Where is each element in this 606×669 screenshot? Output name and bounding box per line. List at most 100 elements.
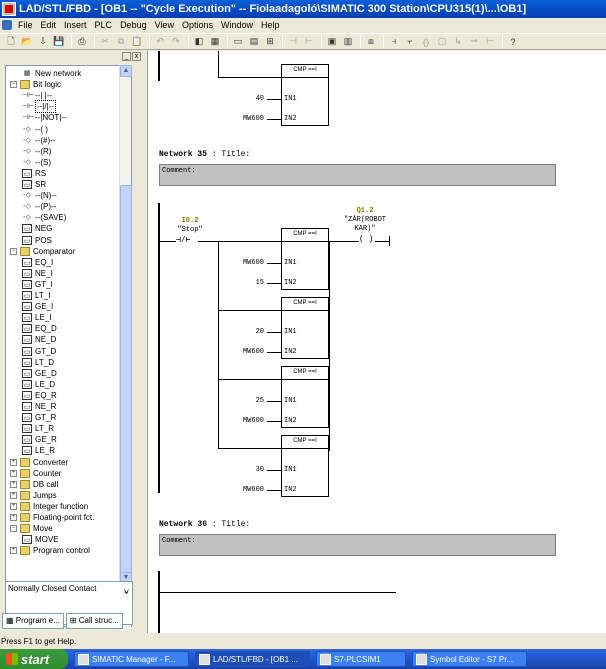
tree-item[interactable]: +Integer function (10, 501, 88, 512)
tree-item[interactable]: -◇--(R) (22, 146, 51, 157)
collapse-icon[interactable]: − (10, 81, 17, 89)
coil-symbol-2[interactable]: KAR)" (354, 225, 376, 233)
tree-item[interactable]: ▭GT_D (22, 346, 56, 357)
collapse-icon[interactable]: − (10, 247, 17, 255)
minimize-panel-button[interactable]: _ (122, 52, 131, 61)
in2-operand[interactable]: MW600 (242, 348, 264, 356)
tree-item[interactable]: ⊣⊢--| |-- (22, 90, 52, 101)
menu-insert[interactable]: Insert (64, 20, 87, 30)
tree-item[interactable]: -◇--(N)-- (22, 190, 57, 201)
tree-item[interactable]: ▭GE_R (22, 434, 57, 445)
task-plcsim[interactable]: S7-PLCSIM1 (316, 651, 406, 667)
tree-item[interactable]: −Comparator (10, 246, 75, 257)
tree-item[interactable]: ▭POS (22, 235, 52, 246)
menu-plc[interactable]: PLC (94, 20, 113, 30)
collapse-icon[interactable]: − (10, 525, 17, 533)
cmp-block[interactable]: CMP ==I (281, 64, 329, 126)
cmp-block[interactable]: CMP ==I (281, 435, 329, 497)
open-branch-icon[interactable]: ↳ (454, 36, 462, 46)
network-36-comment[interactable]: Comment: (159, 534, 556, 556)
in1-operand[interactable]: 40 (255, 95, 264, 103)
expand-icon[interactable]: + (10, 458, 17, 466)
system-menu-icon[interactable] (2, 20, 12, 30)
tree-item[interactable]: ▭LT_D (22, 357, 54, 368)
tree-scrollbar[interactable]: ▲ ▼ (119, 65, 132, 631)
tree-item[interactable]: ▭RS (22, 168, 46, 179)
network-35-title[interactable]: Network 35 : Title: (159, 150, 250, 159)
expand-icon[interactable]: + (10, 469, 17, 477)
in2-operand[interactable]: MW600 (242, 115, 264, 123)
tree-item[interactable]: ▭GE_D (22, 368, 57, 379)
tree-item[interactable]: −Move (10, 523, 53, 534)
tree-item[interactable]: ▭LE_D (22, 379, 55, 390)
tree-item[interactable]: ⊣⊢--|/|-- (22, 100, 57, 114)
tree-item[interactable]: ▭GT_R (22, 412, 56, 423)
tab-program-elements[interactable]: ▦ Program e... (2, 613, 64, 629)
menu-help[interactable]: Help (261, 20, 280, 30)
network-36-title[interactable]: Network 36 : Title: (159, 520, 250, 529)
expand-icon[interactable]: + (10, 491, 17, 499)
ladder-editor[interactable]: CMP ==I 40 IN1 MW600 IN2 Network 35 : Ti… (147, 51, 606, 633)
tree-item[interactable]: +Floating-point fct. (10, 512, 94, 523)
menu-window[interactable]: Window (220, 20, 253, 30)
contact-nc-icon[interactable]: ⫟ (407, 36, 413, 46)
program-elements-tree[interactable]: ▦New network−Bit logic⊣⊢--| |--⊣⊢--|/|--… (5, 65, 132, 627)
box-icon[interactable]: ▢ (437, 36, 447, 46)
redo-icon[interactable]: ↷ (172, 36, 180, 46)
tree-item[interactable]: ▭LE_I (22, 312, 51, 323)
menu-edit[interactable]: Edit (40, 20, 57, 30)
tree-item[interactable]: -◇--(S) (22, 157, 51, 168)
tree-item[interactable]: ▭EQ_I (22, 257, 53, 268)
download-icon[interactable]: ⇩ (39, 36, 47, 46)
tree-item[interactable]: ▭LE_R (22, 445, 55, 456)
new-icon[interactable]: 🗋 (7, 35, 15, 46)
tree-item[interactable]: -◇--(SAVE) (22, 212, 66, 223)
in1-operand[interactable]: 30 (255, 466, 264, 474)
tree-item[interactable]: ▭SR (22, 179, 46, 190)
tree-item[interactable]: -◇--(#)-- (22, 135, 55, 146)
tree-item[interactable]: ▭MOVE (22, 534, 59, 545)
coil-address[interactable]: Q1.2 (356, 207, 374, 215)
tree-item[interactable]: ▭LT_I (22, 290, 50, 301)
online-icon[interactable]: ▦ (210, 36, 220, 46)
connection-icon[interactable]: ⊢ (486, 36, 494, 46)
tab-call-structure[interactable]: ⊞ Call struc... (65, 613, 123, 629)
print-icon[interactable]: ⎙ (78, 36, 86, 46)
in2-operand[interactable]: MW600 (242, 486, 264, 494)
branch-close-icon[interactable]: ⊢ (305, 36, 313, 46)
in2-operand[interactable]: 15 (255, 279, 264, 287)
tree-item[interactable]: ⊣⊢--|NOT|-- (22, 112, 67, 123)
tree-item[interactable]: +Program control (10, 545, 90, 556)
close-branch-icon[interactable]: ⇀ (470, 36, 478, 46)
tree-item[interactable]: -◇--(P)-- (22, 201, 56, 212)
program-elements-icon[interactable]: ▤ (249, 36, 259, 46)
tree-item[interactable]: ▭NE_R (22, 401, 56, 412)
menu-options[interactable]: Options (181, 20, 213, 30)
tree-item[interactable]: ▭NE_I (22, 268, 53, 279)
undo-icon[interactable]: ↶ (156, 36, 164, 46)
expand-icon[interactable]: + (10, 502, 17, 510)
tree-item[interactable]: ▭NEG (22, 223, 52, 234)
start-button[interactable]: start (0, 649, 68, 669)
tree-item[interactable]: +DB call (10, 479, 58, 490)
monitor-icon[interactable]: ◧ (194, 36, 204, 46)
task-simatic-manager[interactable]: SIMATIC Manager - F... (74, 651, 189, 667)
close-panel-button[interactable]: x (132, 52, 141, 61)
paste-icon[interactable]: 📋 (131, 36, 143, 46)
coil-symbol[interactable]: "ZÁR(ROBOT (343, 216, 386, 224)
tree-item[interactable]: ▭EQ_R (22, 390, 57, 401)
scroll-up-icon[interactable]: ▲ (120, 65, 132, 77)
help-icon[interactable]: ? (510, 36, 516, 47)
overview-icon[interactable]: ▭ (233, 36, 243, 46)
network-icon[interactable]: ⊞ (266, 36, 274, 46)
scroll-thumb[interactable] (120, 185, 132, 575)
task-symbol-editor[interactable]: Symbol Editor - S7 Pr... (412, 651, 527, 667)
cut-icon[interactable]: ✂ (101, 36, 109, 46)
help-context-icon[interactable]: ⍱ (123, 586, 129, 596)
menu-file[interactable]: File (18, 20, 33, 30)
in1-operand[interactable]: 25 (255, 397, 264, 405)
tree-item[interactable]: +Jumps (10, 490, 57, 501)
expand-icon[interactable]: + (10, 514, 17, 521)
contact-symbol[interactable]: "Stop" (177, 226, 203, 234)
cmp-block[interactable]: CMP ==I (281, 297, 329, 359)
